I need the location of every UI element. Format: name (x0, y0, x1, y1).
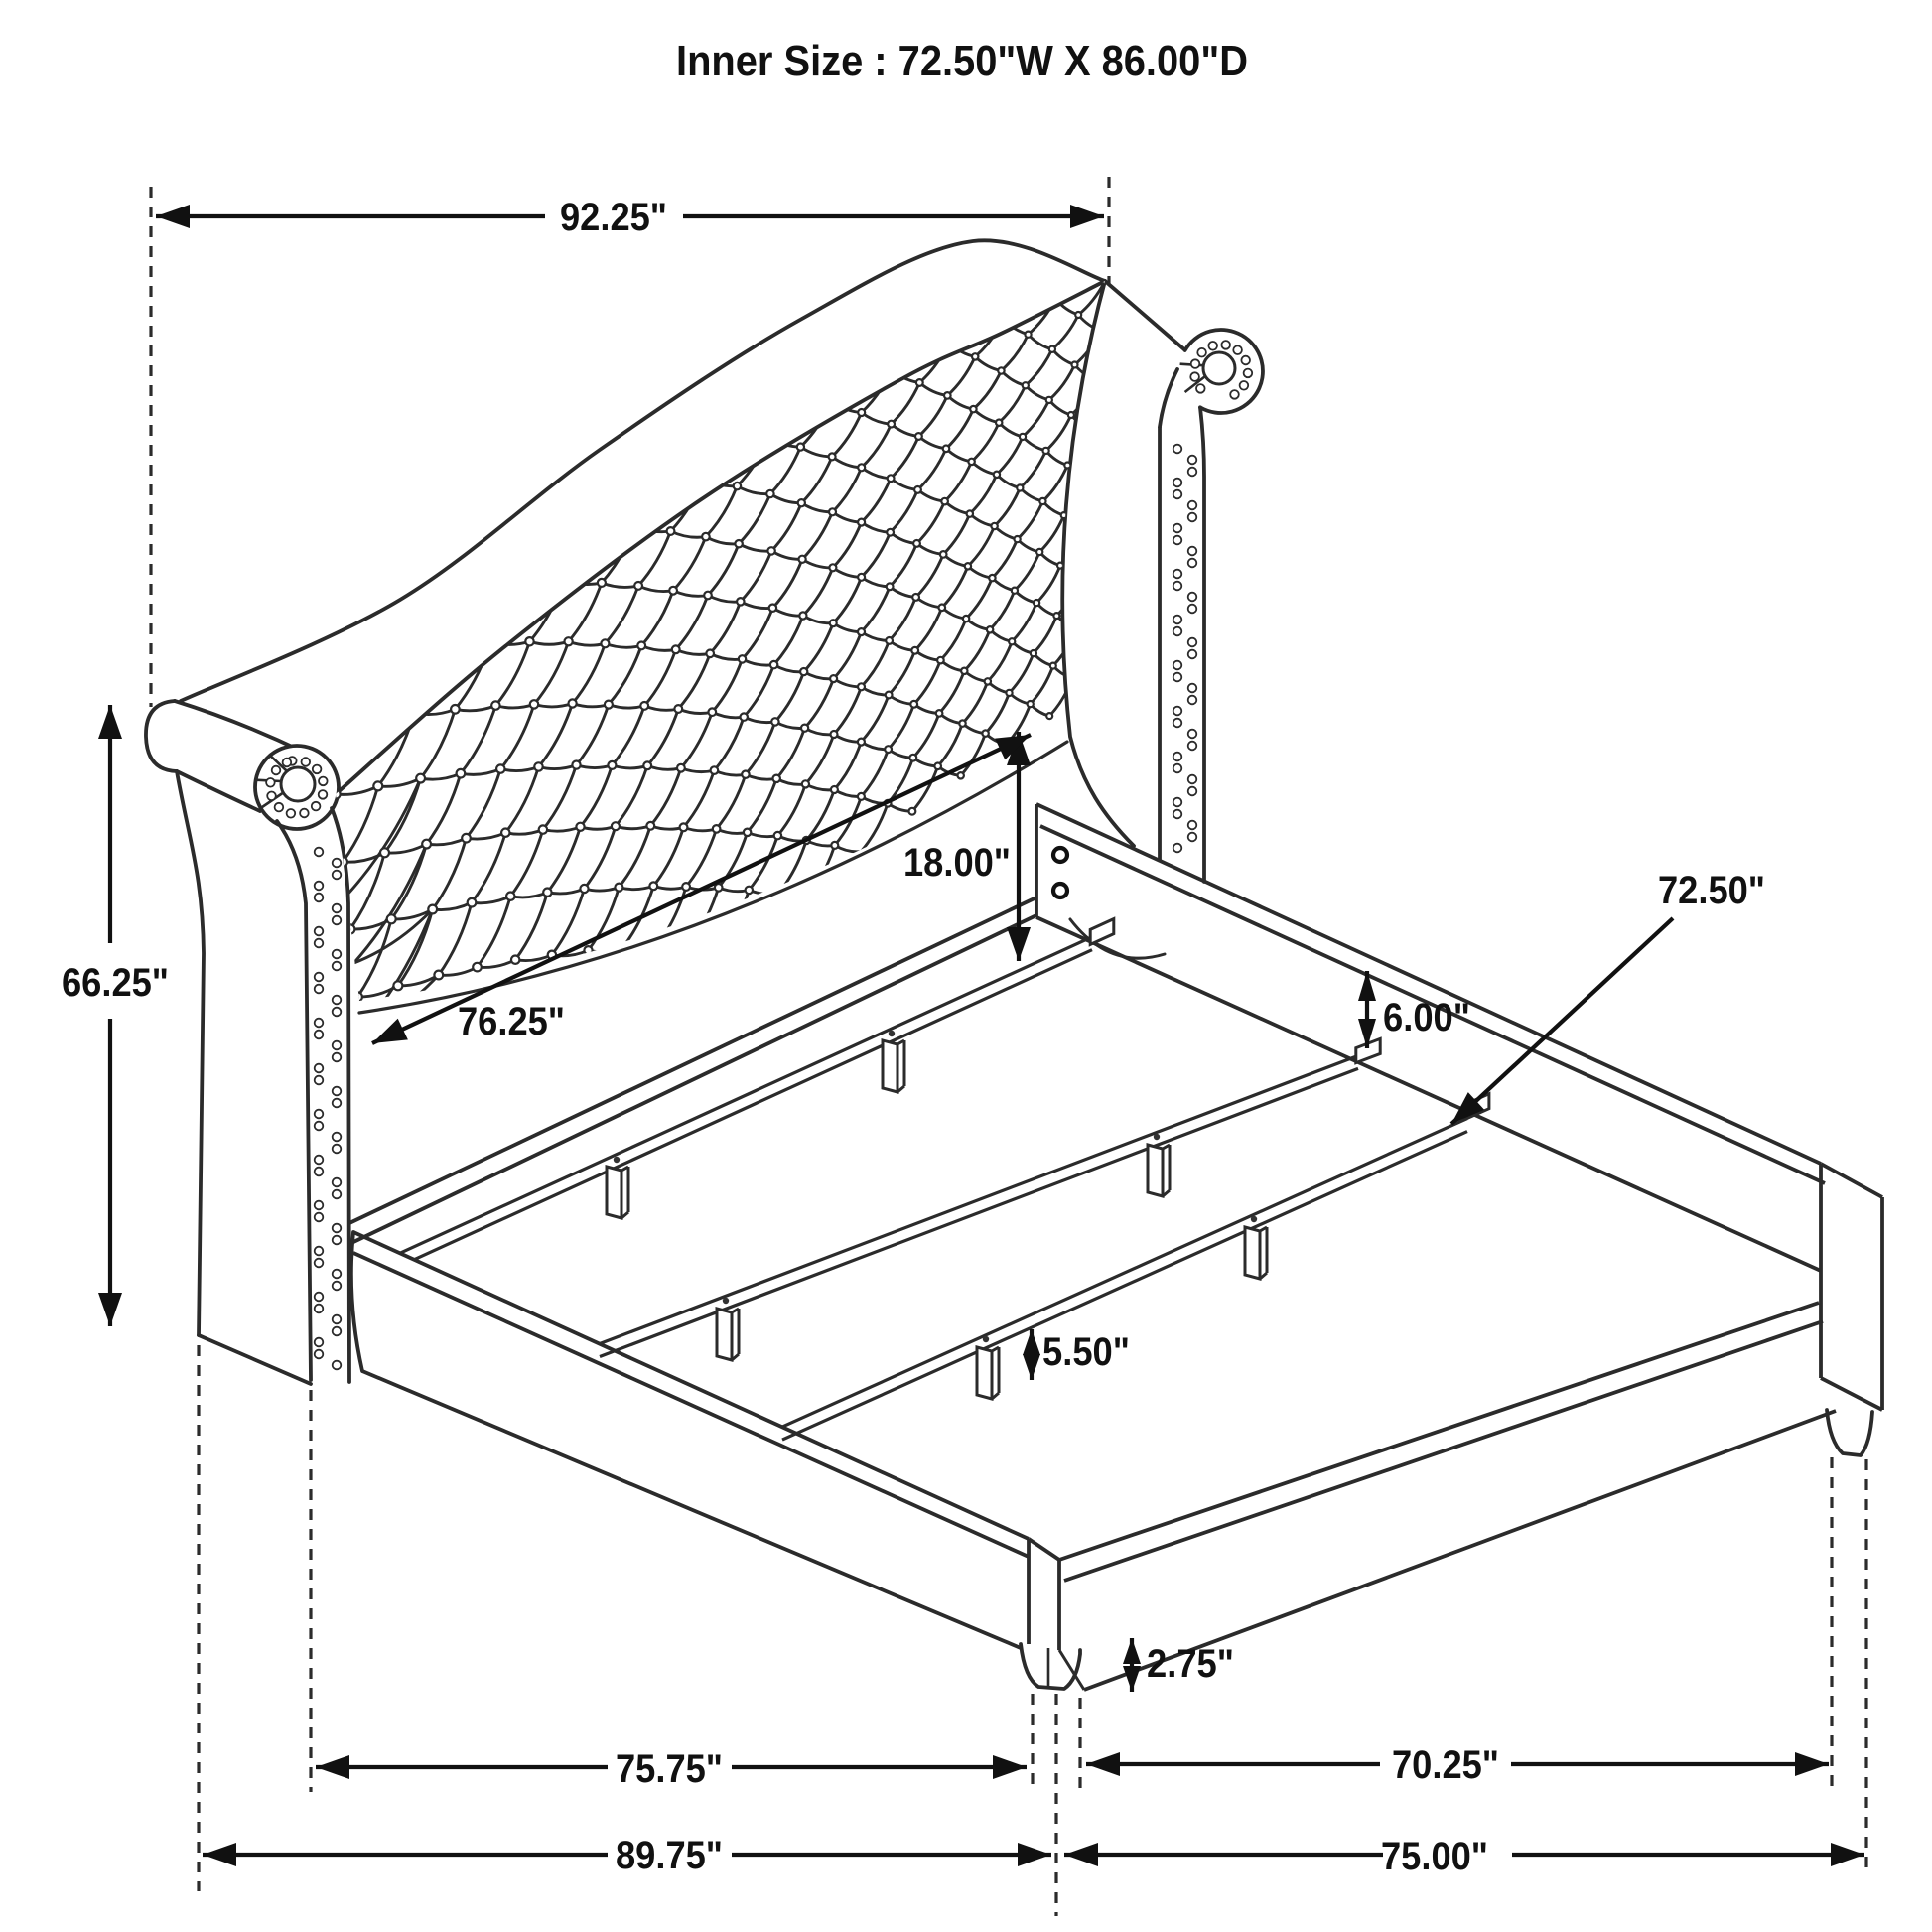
svg-text:5.50": 5.50" (1042, 1330, 1130, 1374)
svg-text:75.00": 75.00" (1381, 1835, 1488, 1878)
svg-text:76.25": 76.25" (458, 1000, 565, 1043)
svg-text:18.00": 18.00" (903, 841, 1011, 885)
svg-text:Inner Size : 72.50"W X 86.00"D: Inner Size : 72.50"W X 86.00"D (676, 37, 1248, 85)
svg-text:72.50": 72.50" (1658, 869, 1765, 912)
svg-text:2.75": 2.75" (1147, 1642, 1234, 1686)
svg-text:70.25": 70.25" (1392, 1743, 1499, 1787)
svg-text:89.75": 89.75" (616, 1834, 723, 1877)
svg-text:6.00": 6.00" (1383, 996, 1470, 1039)
svg-text:92.25": 92.25" (560, 196, 667, 239)
svg-text:66.25": 66.25" (62, 961, 169, 1005)
svg-text:75.75": 75.75" (616, 1747, 723, 1791)
